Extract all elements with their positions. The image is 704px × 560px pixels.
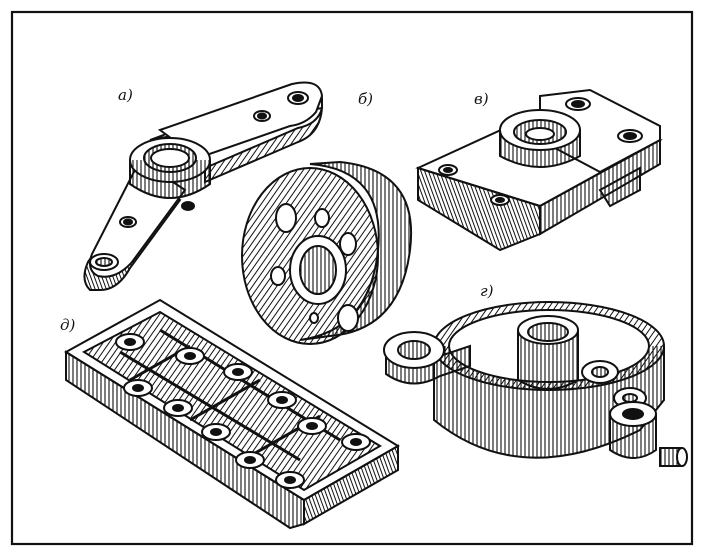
label-b: б) [358, 90, 373, 108]
part-b-disc [241, 160, 413, 345]
part-g-housing [383, 301, 688, 467]
label-a: а) [118, 86, 133, 104]
label-v: в) [474, 90, 489, 108]
figure-frame [10, 10, 694, 546]
part-d-plate [64, 298, 400, 530]
label-d: д) [60, 316, 76, 334]
part-v-block [415, 88, 663, 252]
label-g: г) [480, 282, 494, 300]
part-a-lever [83, 81, 324, 291]
